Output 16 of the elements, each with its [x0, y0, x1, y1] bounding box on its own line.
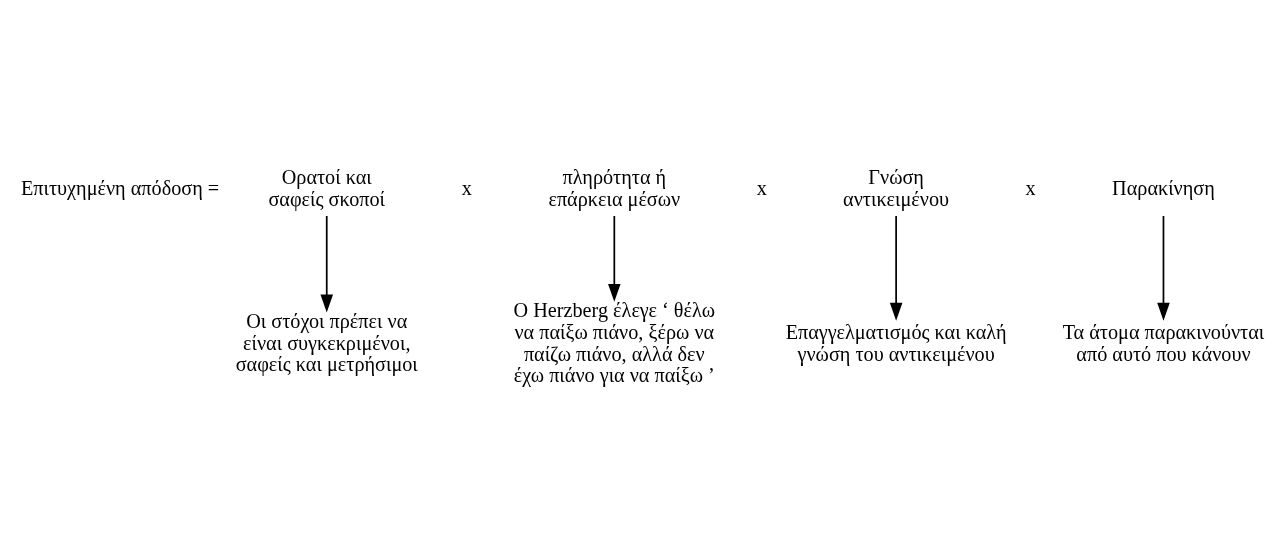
arrow	[889, 215, 903, 321]
label: x	[461, 177, 472, 200]
node-text: πληρότητα ή επάρκεια μέσων	[548, 166, 681, 210]
node-text: Παρακίνηση	[1112, 177, 1215, 200]
arrow	[1157, 215, 1170, 321]
label: x	[756, 177, 767, 200]
node-text: Τα άτομα παρακινούνται από αυτό που κάνουν	[1062, 320, 1265, 365]
label: Επιτυχημένη απόδοση =	[20, 177, 220, 200]
arrow	[608, 215, 621, 302]
node-text: Επαγγελματισμός και καλή γνώση του αντικειμένου	[785, 320, 1007, 365]
node-text: Γνώση αντικειμένου	[843, 166, 950, 210]
node-text: Ο Herzberg έλεγε ‘ θέλω να παίξω πιάνο, ξέρω να παίζω πιάνο, αλλά δεν έχω πιάνο για να παίξω ’	[513, 299, 716, 387]
node-text: Ορατοί και σαφείς σκοποί	[268, 166, 386, 210]
label: x	[1025, 177, 1036, 200]
node-text: Οι στόχοι πρέπει να είναι συγκεκριμένοι, σαφείς και μετρήσιμοι	[235, 310, 418, 376]
arrow	[320, 215, 333, 313]
